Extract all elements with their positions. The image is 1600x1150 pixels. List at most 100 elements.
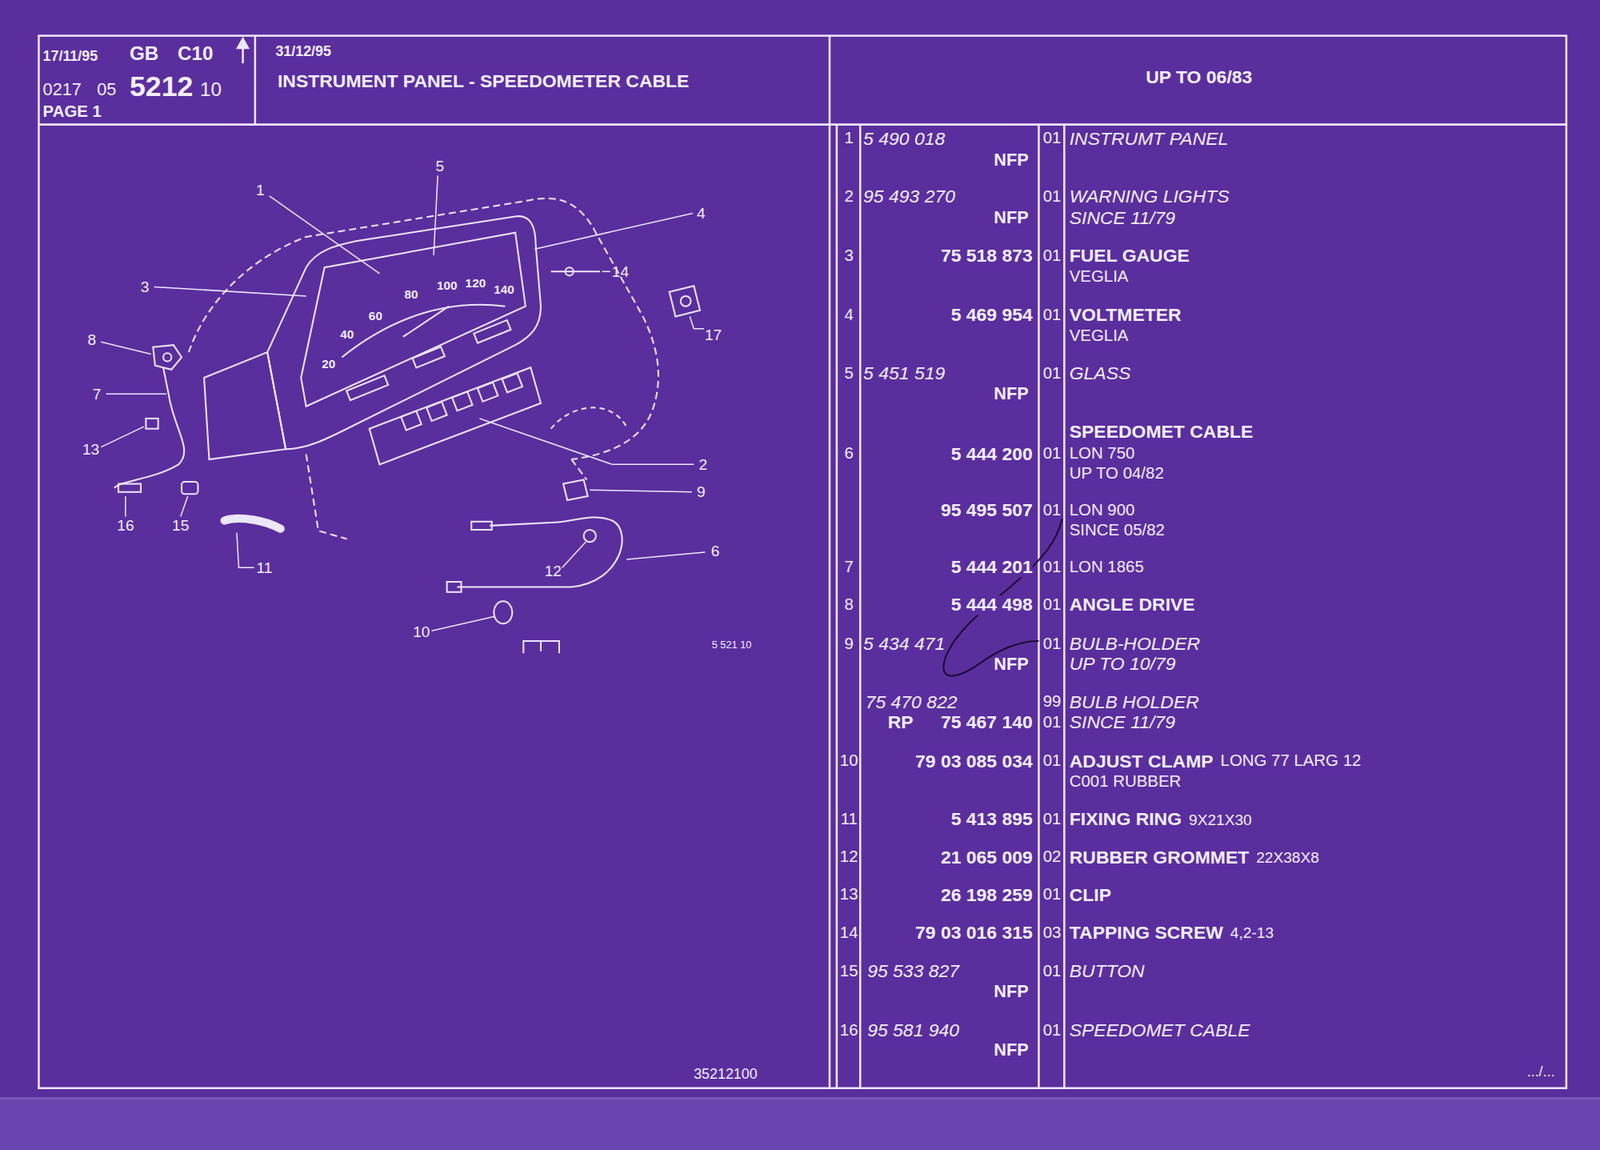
table-cell: UP TO 04/82 xyxy=(1069,464,1164,482)
callout-number: 6 xyxy=(711,543,720,560)
table-cell: 22X38X8 xyxy=(1256,848,1320,865)
table-cell: 01 xyxy=(1043,713,1062,731)
table-cell: 9X21X30 xyxy=(1188,811,1252,828)
leader-line xyxy=(626,552,705,560)
screw-head xyxy=(565,267,574,276)
cluster-housing xyxy=(267,216,541,449)
header-field: PAGE 1 xyxy=(43,104,102,121)
leader-line xyxy=(589,489,692,492)
table-cell: 26 198 259 xyxy=(940,885,1033,905)
table-cell: INSTRUMT PANEL xyxy=(1069,128,1229,148)
band-edge xyxy=(0,1096,1600,1100)
table-cell: 01 xyxy=(1043,1022,1062,1040)
table-cell: 01 xyxy=(1043,306,1062,324)
header-field: 05 xyxy=(96,80,116,100)
dial-number: 80 xyxy=(404,288,419,302)
table-cell: CLIP xyxy=(1069,885,1112,905)
table-cell: 7 xyxy=(844,558,854,576)
header-divider xyxy=(254,36,257,125)
header-field: 31/12/95 xyxy=(275,43,332,59)
bulb-holder xyxy=(563,479,588,500)
table-cell: WARNING LIGHTS xyxy=(1069,187,1230,207)
table-cell: 4,2-13 xyxy=(1230,924,1274,941)
table-cell: SPEEDOMET CABLE xyxy=(1069,421,1254,441)
table-cell: 5 434 471 xyxy=(863,634,945,654)
table-cell: NFP xyxy=(993,209,1028,228)
table-cell: 10 xyxy=(840,752,859,770)
callout-number: 15 xyxy=(172,517,189,534)
table-cell: 01 xyxy=(1043,811,1062,828)
angle-drive-hub xyxy=(163,352,172,361)
cable-end xyxy=(471,521,492,530)
table-cell: 14 xyxy=(840,924,859,941)
table-cell: 01 xyxy=(1043,188,1062,205)
table-cell: 01 xyxy=(1043,247,1062,264)
fixing-ring xyxy=(224,518,281,529)
callout-number: 3 xyxy=(140,278,150,295)
leader-line xyxy=(432,616,495,631)
leader-line xyxy=(269,196,380,274)
table-cell: VEGLIA xyxy=(1069,327,1129,344)
table-cell: 9 xyxy=(844,635,854,652)
callout-number: 13 xyxy=(82,440,100,457)
table-cell: BUTTON xyxy=(1069,961,1145,981)
leader-line xyxy=(106,393,167,396)
callout-number: 17 xyxy=(704,326,722,343)
table-cell: LON 1865 xyxy=(1069,558,1144,576)
callout-number: 12 xyxy=(544,562,562,579)
table-cell: RP xyxy=(888,712,914,732)
header-field: GB xyxy=(129,44,159,64)
section-mark xyxy=(523,640,560,653)
table-cell: 01 xyxy=(1043,635,1062,652)
table-cell: 21 065 009 xyxy=(940,847,1033,867)
switch xyxy=(400,411,421,431)
callout-number: 10 xyxy=(412,623,430,640)
callout-number: 16 xyxy=(116,517,134,534)
table-cell: NFP xyxy=(993,384,1028,404)
leader-line xyxy=(433,175,438,255)
switch xyxy=(477,382,498,402)
column-rule xyxy=(859,124,862,1088)
dial-number: 120 xyxy=(465,277,487,291)
table-cell: NFP xyxy=(993,982,1028,1001)
table-cell: .../... xyxy=(1527,1064,1556,1080)
header-field: 5212 xyxy=(129,72,193,102)
leader-line xyxy=(534,213,693,250)
warning-lens xyxy=(669,285,700,316)
table-cell: C001 RUBBER xyxy=(1069,772,1182,790)
callout-number: 5 xyxy=(435,158,444,175)
table-cell: FUEL GAUGE xyxy=(1069,246,1190,266)
cable-end xyxy=(118,484,141,492)
table-cell: 01 xyxy=(1043,963,1062,980)
dial-face xyxy=(300,232,526,407)
table-cell: 01 xyxy=(1043,445,1062,463)
table-cell: 5 444 200 xyxy=(951,444,1033,464)
table-cell: ADJUST CLAMP xyxy=(1069,751,1214,771)
column-rule xyxy=(1037,124,1040,1088)
header-field: C10 xyxy=(177,44,213,64)
table-cell: TAPPING SCREW xyxy=(1069,923,1224,943)
needle xyxy=(403,306,449,337)
table-cell: 1 xyxy=(844,130,854,148)
gauge-window xyxy=(346,375,388,400)
table-cell: 01 xyxy=(1043,558,1062,576)
callout-number: 1 xyxy=(256,181,265,198)
table-cell: 01 xyxy=(1043,364,1062,382)
table-cell: 75 470 822 xyxy=(865,692,958,712)
table-cell: NFP xyxy=(993,1040,1028,1060)
table-cell: GLASS xyxy=(1069,364,1132,384)
table-cell: 11 xyxy=(840,811,858,828)
table-cell: UP TO 10/79 xyxy=(1069,654,1176,674)
table-cell: 6 xyxy=(844,445,854,463)
leader-line xyxy=(154,286,307,296)
callout-number: 8 xyxy=(87,332,96,348)
page-title: INSTRUMENT PANEL - SPEEDOMETER CABLE xyxy=(277,72,689,92)
tapping-screw xyxy=(551,270,600,272)
switch-panel xyxy=(369,367,541,464)
table-cell: 5 469 954 xyxy=(951,305,1033,325)
table-cell: 15 xyxy=(840,963,859,980)
dial-number: 140 xyxy=(493,283,515,296)
table-cell: 5 444 201 xyxy=(951,557,1033,577)
